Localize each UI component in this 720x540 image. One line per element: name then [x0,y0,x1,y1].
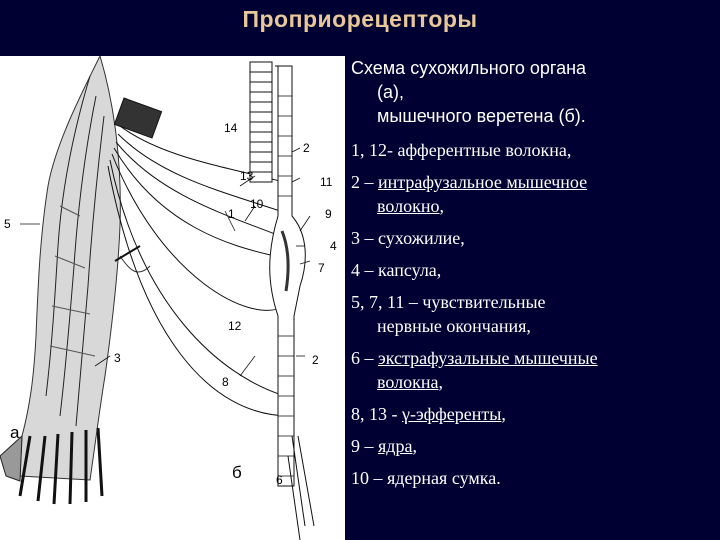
label-8: 8 [222,375,229,389]
label-10: 10 [250,197,264,211]
label-4: 4 [330,239,337,253]
label-2-lower: 2 [312,353,319,367]
label-b: б [232,463,242,482]
legend-intrafusal-text-2: волокно [377,196,440,216]
legend-intrafusal-number: 2 – [351,172,378,192]
legend-extrafusal-number: 6 – [351,348,378,368]
legend-gamma-efferents: 8, 13 - γ-эфференты, [345,402,715,426]
legend-gamma-number: 8, 13 - [351,404,402,424]
legend-extrafusal-comma: , [438,372,444,392]
extrafusal-column [249,61,273,183]
muscle-spindle [269,65,315,540]
caption-heading-2: (а), [377,82,404,102]
label-1: 1 [228,207,235,221]
label-2-upper: 2 [303,141,310,155]
diagram-drawing [0,56,315,540]
legend-gamma-comma: , [501,404,506,424]
legend-intrafusal-cont: волокно, [345,194,715,218]
legend-capsule: 4 – капсула, [351,260,442,280]
slide-title: Проприорецепторы [242,6,478,32]
legend-nuclei-number: 9 – [351,436,378,456]
label-5: 5 [4,217,11,231]
legend-extrafusal: 6 – экстрафузальные мышечные [345,346,715,370]
legend-nuclei: 9 – ядра, [345,434,715,458]
legend-nuclear-bag: 10 – ядерная сумка. [351,468,501,488]
legend-sensory-endings: 5, 7, 11 – чувствительные [351,292,546,312]
legend-nuclei-text: ядра [378,436,413,456]
legend-afferent: 1, 12- афферентные волокна, [351,140,572,160]
label-13: 13 [240,169,254,183]
legend-extrafusal-cont: волокна, [345,370,715,394]
label-14: 14 [224,121,238,135]
leader-lines [20,147,311,377]
legend-gamma-text: γ-эфференты [402,404,502,424]
legend-tendon: 3 – сухожилие, [351,228,465,248]
legend-extrafusal-text: экстрафузальные мышечные [378,348,598,368]
caption-heading-3: мышечного веретена (б). [377,106,586,126]
label-9: 9 [325,207,332,221]
label-7: 7 [318,261,325,275]
legend-intrafusal-comma: , [439,196,445,216]
legend-intrafusal-text: интрафузальное мышечное [378,172,588,192]
label-6: 6 [276,473,283,487]
diagram-figure: 14 2 13 11 10 9 1 5 4 7 12 3 2 8 6 а б [0,56,345,540]
legend-extrafusal-text-2: волокна [377,372,439,392]
label-3: 3 [114,351,121,365]
caption-panel: Схема сухожильного органа (а), мышечного… [345,56,715,490]
nerve-fibres [107,97,291,417]
label-11: 11 [320,175,333,189]
caption-heading-1: Схема сухожильного органа [351,58,587,78]
legend-nuclei-comma: , [412,436,417,456]
legend-sensory-endings-cont: нервные окончания, [377,316,531,336]
label-a: а [10,423,20,442]
label-12: 12 [228,319,242,333]
legend-intrafusal: 2 – интрафузальное мышечное [345,170,715,194]
